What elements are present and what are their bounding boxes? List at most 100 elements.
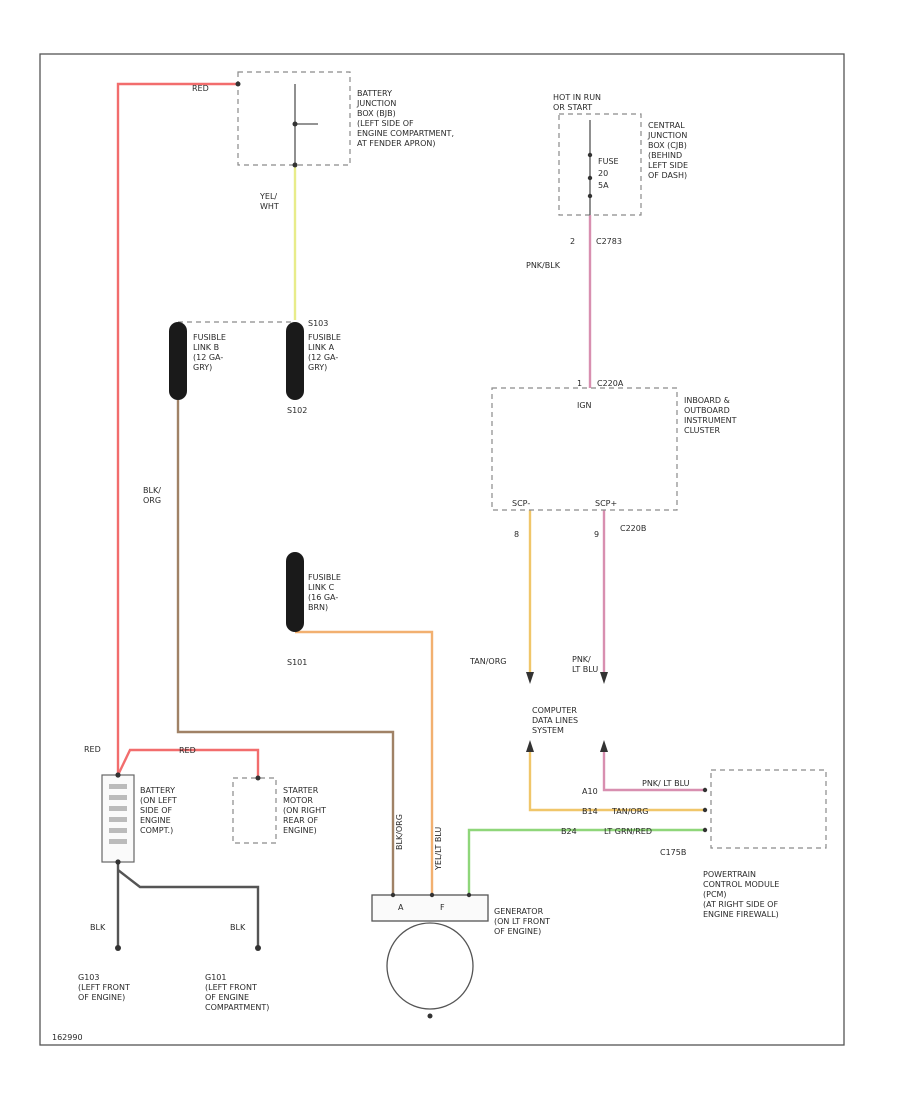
tan-org-label: TAN/ORG — [469, 657, 506, 666]
gen-node-grn — [466, 892, 472, 898]
fuse-label-line-3: 5A — [598, 181, 609, 190]
pcm-title-line-4: (AT RIGHT SIDE OF — [703, 900, 778, 909]
generator-connector[interactable] — [371, 894, 489, 922]
fuse-label-line-1: FUSE — [598, 157, 619, 166]
generator-body[interactable] — [386, 922, 474, 1010]
battery-junction-box[interactable] — [237, 71, 351, 166]
fusible-link-c[interactable] — [286, 552, 304, 632]
generator-title-line-2: (ON LT FRONT — [494, 917, 550, 926]
yel-wht-label-line-1: YEL/ — [259, 192, 277, 201]
gen-term-f: F — [440, 903, 445, 912]
pcm-node-2 — [702, 807, 708, 813]
fusible-link-b[interactable] — [169, 322, 187, 400]
generator-title-line-1: GENERATOR — [494, 907, 544, 916]
fusible-link-c-label-line-3: (16 GA- — [308, 593, 338, 602]
wire-blk-g101[interactable] — [117, 869, 260, 948]
hot-in-run-label-line-2: OR START — [553, 103, 592, 112]
wire-tan-org-pcm[interactable] — [528, 748, 705, 812]
fusible-link-a-label-line-1: FUSIBLE — [308, 333, 341, 342]
fusible-link-c-label-line-1: FUSIBLE — [308, 573, 341, 582]
bjb-title-line-4: (LEFT SIDE OF — [357, 119, 414, 128]
cluster-title-line-4: CLUSTER — [684, 426, 721, 435]
blk-org-label-line-1: BLK/ — [143, 486, 161, 495]
fusible-link-a-label-line-2: LINK A — [308, 343, 335, 352]
battery-negative-node — [115, 859, 121, 865]
g101-label-line-2: (LEFT FRONT — [205, 983, 257, 992]
pcm-title-line-2: CONTROL MODULE — [703, 880, 779, 889]
ign-label: IGN — [577, 401, 592, 410]
data-lines-label-line-1: COMPUTER — [532, 706, 577, 715]
g101-label-line-1: G101 — [205, 973, 226, 982]
ground-g101-node — [255, 945, 261, 951]
wire-blk-org-to-generator[interactable] — [176, 400, 395, 895]
pcm-node-3 — [702, 827, 708, 833]
fusible-link-b-label-line-1: FUSIBLE — [193, 333, 226, 342]
cjb-title-line-3: BOX (CJB) — [648, 141, 687, 150]
fusible-link-b-label-line-2: LINK B — [193, 343, 219, 352]
c220a-pin: 1 — [577, 379, 582, 388]
pcm-wire-3: LT GRN/RED — [604, 827, 652, 836]
red-label-1: RED — [84, 745, 101, 754]
starter-title-line-3: (ON RIGHT — [283, 806, 326, 815]
c175b-label: C175B — [660, 848, 686, 857]
s102-label: S102 — [287, 406, 307, 415]
c2783-pin: 2 — [570, 237, 575, 246]
pcm-title-line-3: (PCM) — [703, 890, 727, 899]
starter-title-line-4: REAR OF — [283, 816, 318, 825]
starter-motor[interactable] — [232, 777, 277, 844]
central-junction-box[interactable] — [558, 113, 642, 216]
gen-wire-a-label: BLK/ORG — [395, 814, 404, 850]
c220a-label: C220A — [597, 379, 624, 388]
pcm-title-line-1: POWERTRAIN — [703, 870, 756, 879]
wire-lt-grn-red[interactable] — [467, 828, 705, 895]
cluster-title-line-2: OUTBOARD — [684, 406, 730, 415]
bjb-title-line-2: JUNCTION — [356, 99, 396, 108]
pnk-ltblu-label-line-2: LT BLU — [572, 665, 598, 674]
pnk-blk-label: PNK/BLK — [526, 261, 561, 270]
pcm-pin-a10: A10 — [582, 787, 598, 796]
battery-positive-node — [115, 772, 121, 778]
g103-label-line-3: OF ENGINE) — [78, 993, 125, 1002]
wire-red-battery-to-starter[interactable] — [116, 748, 260, 778]
pcm-node-1 — [702, 787, 708, 793]
wire-yel-ltblu-to-generator[interactable] — [295, 630, 434, 895]
instrument-cluster[interactable] — [491, 387, 678, 511]
bjb-title-line-1: BATTERY — [357, 89, 392, 98]
powertrain-control-module[interactable] — [710, 769, 827, 849]
cjb-node-3 — [587, 193, 593, 199]
gen-node-yel — [429, 892, 435, 898]
bjb-title-line-6: AT FENDER APRON) — [357, 139, 436, 148]
wire-pnk-ltblu-pcm[interactable] — [602, 748, 705, 792]
fusible-link-b-label-line-4: GRY) — [193, 363, 212, 372]
cjb-title-line-2: JUNCTION — [647, 131, 687, 140]
yel-wht-label-line-2: WHT — [260, 202, 279, 211]
hot-in-run-label-line-1: HOT IN RUN — [553, 93, 601, 102]
red-label-2: RED — [179, 746, 196, 755]
bjb-node-mid — [292, 121, 298, 127]
wire-red-battery-to-bjb[interactable] — [116, 82, 238, 775]
cjb-node-2 — [587, 175, 593, 181]
bjb-node-bottom — [292, 162, 298, 168]
arrow-pnk-ltblu — [600, 672, 608, 684]
figure-id: 162990 — [52, 1033, 83, 1042]
arrow-tan-org — [526, 672, 534, 684]
fusible-link-a[interactable] — [286, 322, 304, 400]
s101-label: S101 — [287, 658, 307, 667]
blk-label-2: BLK — [230, 923, 246, 932]
bjb-title-line-5: ENGINE COMPARTMENT, — [357, 129, 454, 138]
fusible-link-a-label-line-3: (12 GA- — [308, 353, 338, 362]
c220b-label: C220B — [620, 524, 646, 533]
starter-title-line-2: MOTOR — [283, 796, 313, 805]
bjb-node-top — [235, 81, 241, 87]
yel-wht-label: YEL/WHT — [259, 192, 279, 211]
starter-title-line-5: ENGINE) — [283, 826, 317, 835]
gen-node-blk-org — [390, 892, 396, 898]
